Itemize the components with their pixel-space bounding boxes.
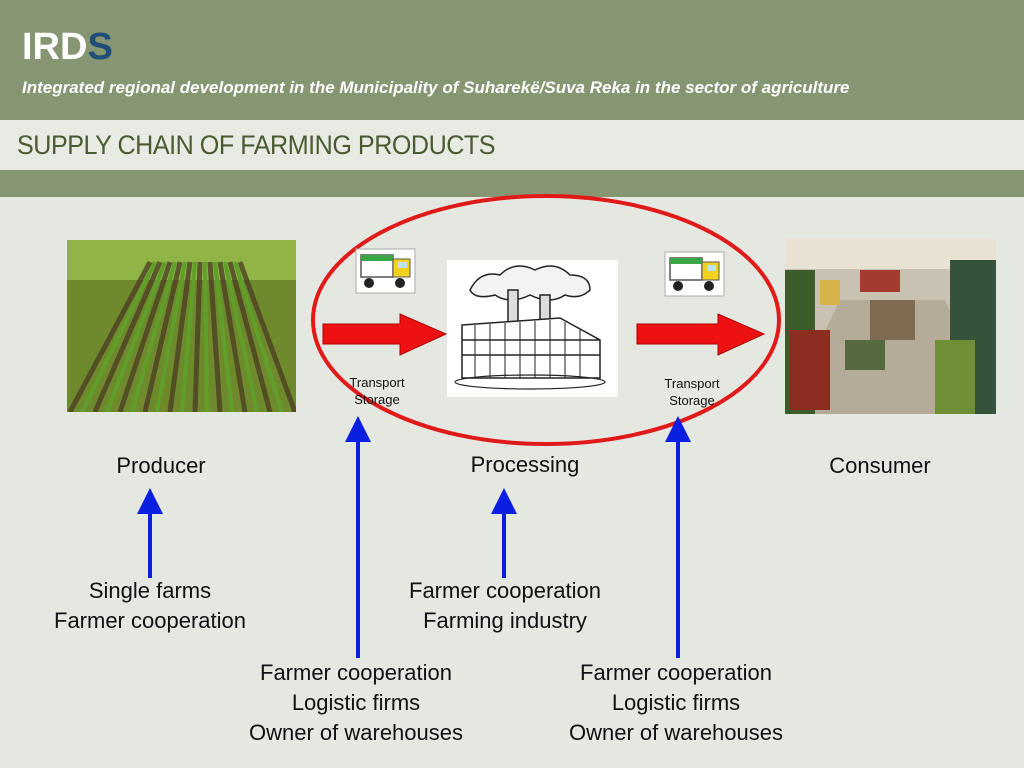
blue-arrow-transport-right [665,416,691,658]
blue-arrow-transport-left [345,416,371,658]
blue-arrow-producer [137,488,163,578]
actors-processing: Farmer cooperation Farming industry [409,578,601,633]
red-arrow-left [322,313,448,356]
header-bar: IRDS Integrated regional development in … [0,0,1024,120]
actors-producer: Single farms Farmer cooperation [54,578,246,633]
truck-icon-right [664,251,725,297]
blue-arrow-processing [491,488,517,578]
header-subtitle: Integrated regional development in the M… [22,78,850,97]
processing-ellipse [311,194,781,446]
title-bar [0,120,1024,170]
stage-consumer: Consumer [829,453,931,478]
stage-processing: Processing [470,452,580,477]
actors-transport-left: Farmer cooperation Logistic firms Owner … [249,660,463,745]
supermarket-image [785,239,996,414]
actors-transport-right: Farmer cooperation Logistic firms Owner … [569,660,783,745]
factory-icon [447,260,618,397]
transport-label-right: Transport Storage [664,376,720,408]
transport-label-left: Transport Storage [349,375,405,407]
divider-bar [0,170,1024,197]
truck-icon-left [355,248,416,294]
irds-logo: IRDS [22,26,113,68]
red-arrow-right [636,313,766,356]
field-image [67,240,296,412]
slide-title: SUPPLY CHAIN OF FARMING PRODUCTS [17,130,496,160]
stage-producer: Producer [116,453,206,478]
